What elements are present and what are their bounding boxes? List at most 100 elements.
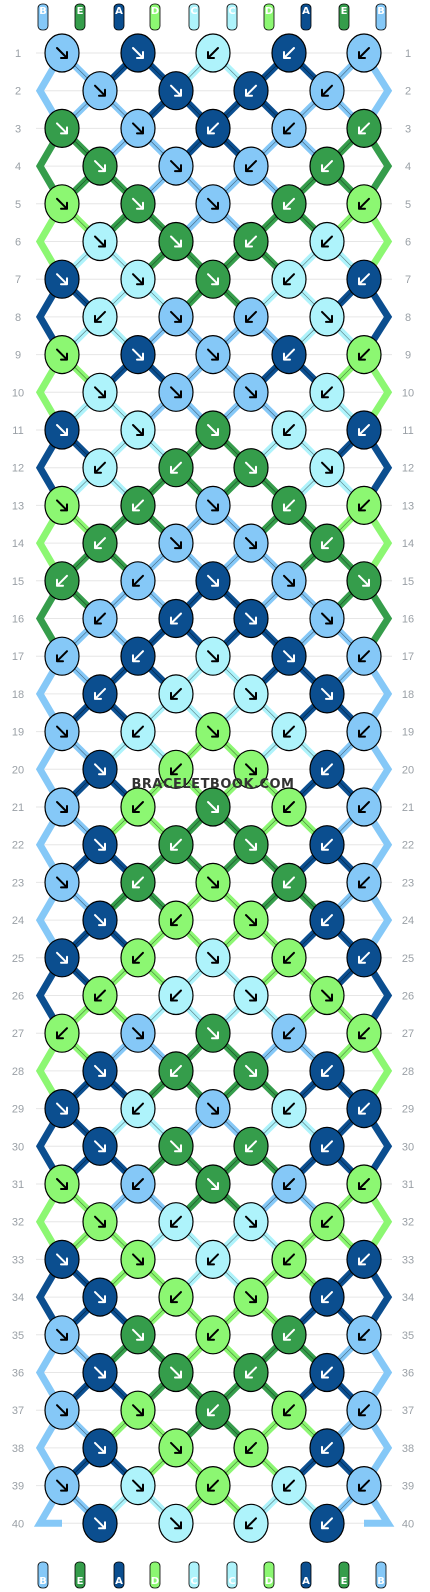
row-number-left: 19 [12,727,24,739]
knot-direction-arrow-icon [170,687,182,700]
row-number-left: 26 [12,991,24,1003]
knot-direction-arrow-icon [132,424,144,436]
knot-direction-arrow-icon [283,47,295,59]
strand-end-bottom [188,1561,200,1589]
knot-direction-arrow-icon [56,273,68,286]
strand-label-bottom: C [228,1576,235,1587]
knot-direction-arrow-icon [283,574,295,587]
row-number-left: 8 [15,312,21,324]
row-number-right: 14 [402,538,414,550]
knot-direction-arrow-icon [132,1102,144,1115]
row-number-right: 21 [402,802,414,814]
knot-direction-arrow-icon [132,197,144,210]
knot-direction-arrow-icon [56,424,68,436]
knot-direction-arrow-icon [321,1517,333,1530]
strand-end-top [226,3,238,31]
knot-direction-arrow-icon [245,160,257,173]
knot-direction-arrow-icon [132,951,144,964]
knot-direction-arrow-icon [132,1479,144,1492]
strand-end-bottom [263,1561,275,1589]
row-number-left: 11 [12,425,23,437]
knot-direction-arrow-icon [321,1441,333,1454]
row-number-left: 9 [15,350,21,362]
knot-direction-arrow-icon [207,1253,219,1266]
row-number-right: 17 [402,651,414,663]
knot-direction-arrow-icon [321,914,333,927]
strand-label-bottom: A [302,1576,310,1587]
knot-direction-arrow-icon [358,47,370,59]
strand-label-top: E [341,6,348,17]
knot-direction-arrow-icon [170,386,182,399]
knot-direction-arrow-icon [283,1178,295,1190]
knot-direction-arrow-icon [207,801,219,813]
strand-label-bottom: D [151,1576,159,1587]
knot-direction-arrow-icon [283,197,295,210]
knot-direction-arrow-icon [207,47,219,59]
knot-direction-arrow-icon [94,235,106,248]
knot-direction-arrow-icon [132,876,144,889]
knot-direction-arrow-icon [132,1027,144,1040]
row-number-right: 25 [402,953,414,965]
knot-direction-arrow-icon [283,1102,295,1115]
knot-direction-arrow-icon [94,160,106,173]
knot-direction-arrow-icon [321,1366,333,1379]
knot-direction-arrow-icon [170,989,182,1002]
row-number-right: 36 [402,1368,414,1380]
knot-direction-arrow-icon [207,574,219,587]
knot-direction-arrow-icon [132,574,144,587]
knot-direction-arrow-icon [245,1064,257,1077]
row-number-left: 27 [12,1028,24,1040]
strand-end-bottom [74,1561,86,1589]
knot-direction-arrow-icon [358,1253,370,1266]
row-number-left: 12 [12,463,24,475]
knot-direction-arrow-icon [207,951,219,964]
knot-direction-arrow-icon [245,235,257,248]
strand-label-top: E [77,6,84,17]
row-number-left: 3 [15,123,21,135]
strand-end-top [300,3,312,31]
knot-direction-arrow-icon [207,197,219,210]
knot-direction-arrow-icon [170,914,182,927]
knot-direction-arrow-icon [94,1140,106,1153]
row-number-right: 16 [402,614,414,626]
knot-direction-arrow-icon [321,160,333,173]
row-number-left: 1 [15,48,21,60]
knot-direction-arrow-icon [245,1291,257,1304]
row-number-right: 39 [402,1481,414,1493]
row-number-left: 23 [12,877,24,889]
strand-label-top: D [151,6,159,17]
knot-direction-arrow-icon [207,273,219,286]
knot-direction-arrow-icon [321,537,333,550]
knot-direction-arrow-icon [207,1027,219,1040]
knot-direction-arrow-icon [94,461,106,474]
row-number-left: 2 [15,86,21,98]
row-number-left: 7 [15,274,21,286]
knot-direction-arrow-icon [56,801,68,813]
knot-direction-arrow-icon [358,725,370,738]
row-number-left: 17 [12,651,24,663]
knot-direction-arrow-icon [94,1291,106,1304]
strand-end-bottom [375,1561,387,1589]
knot-direction-arrow-icon [283,1404,295,1417]
row-number-right: 19 [402,727,414,739]
knot-direction-arrow-icon [358,1178,370,1190]
knot-direction-arrow-icon [283,424,295,436]
row-number-left: 15 [12,576,24,588]
knot-direction-arrow-icon [207,876,219,889]
row-number-left: 36 [12,1368,24,1380]
knot-direction-arrow-icon [56,876,68,889]
row-number-right: 26 [402,991,414,1003]
row-number-right: 6 [405,237,411,249]
strand-end-top [113,3,125,31]
knot-direction-arrow-icon [94,763,106,776]
knot-direction-arrow-icon [207,1479,219,1492]
row-number-right: 8 [405,312,411,324]
knot-direction-arrow-icon [56,1404,68,1417]
strand-label-bottom: C [190,1576,197,1587]
knot-direction-arrow-icon [170,1064,182,1077]
knot-direction-arrow-icon [94,612,106,625]
knot-direction-arrow-icon [358,1404,370,1417]
knot-direction-arrow-icon [283,951,295,964]
knot-direction-arrow-icon [245,763,257,776]
knot-direction-arrow-icon [170,612,182,625]
